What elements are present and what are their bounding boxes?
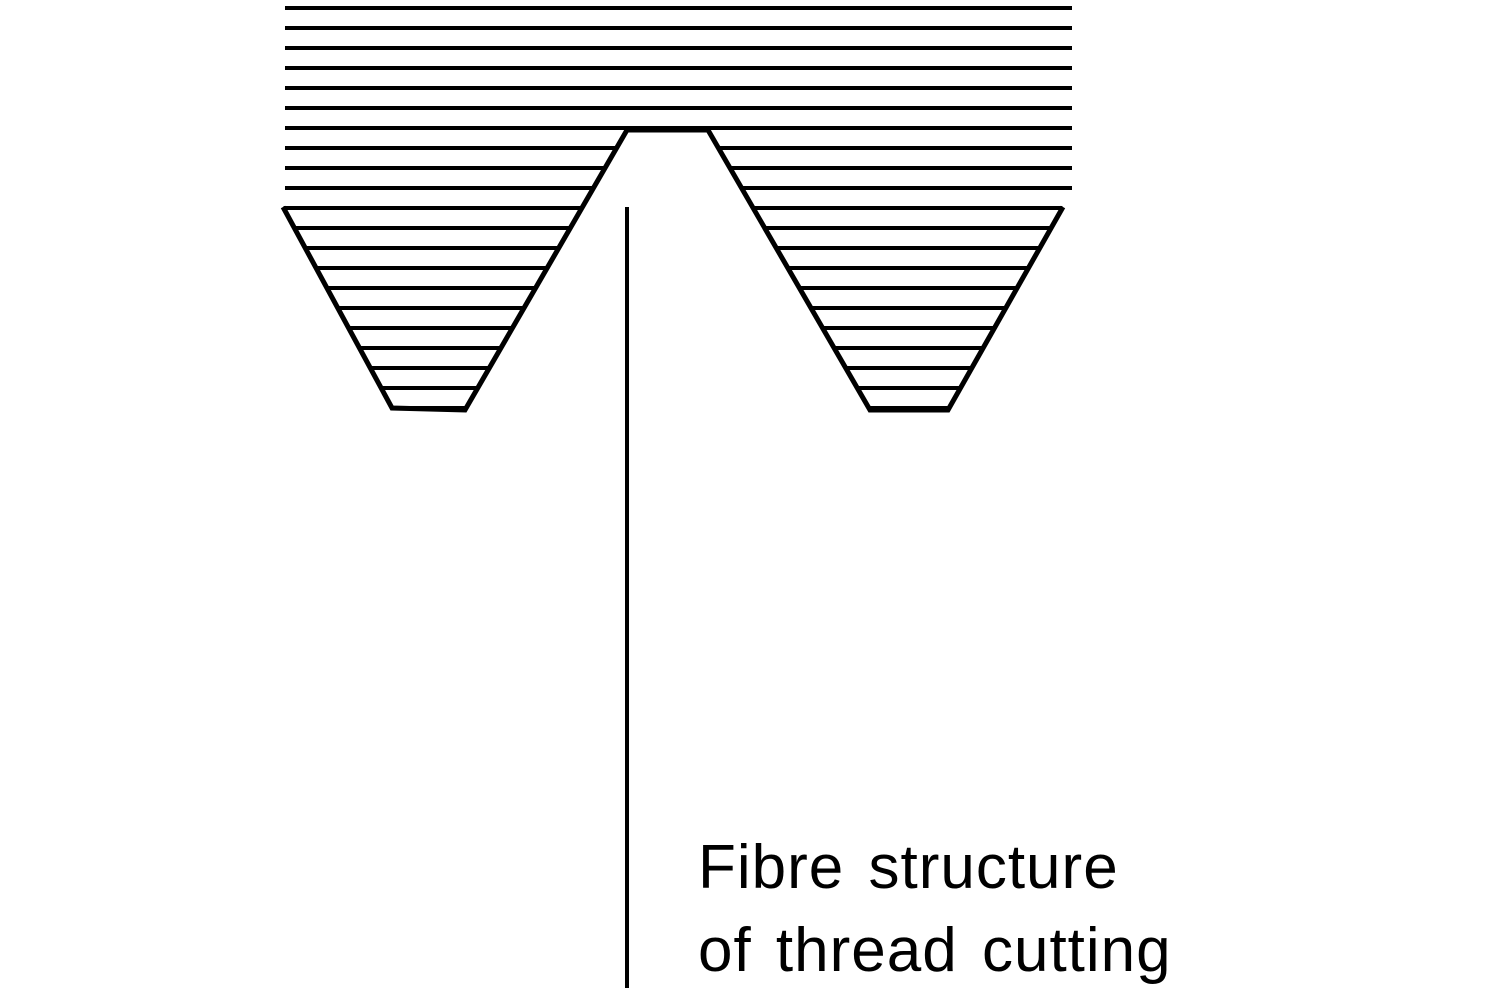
fibre-lines <box>283 6 1072 410</box>
diagram-label: Fibre structure of thread cutting <box>698 826 1172 992</box>
label-line-2: of thread cutting <box>698 916 1172 985</box>
groove-outline <box>280 127 1066 413</box>
label-line-1: Fibre structure <box>698 833 1119 902</box>
